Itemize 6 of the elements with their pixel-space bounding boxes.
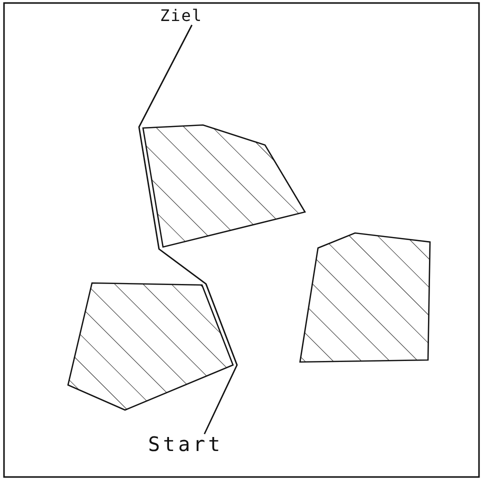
- hatched-obstacle: [67, 282, 234, 411]
- hatched-obstacle: [142, 124, 306, 248]
- path-end-label: Start: [148, 434, 224, 454]
- hatched-obstacle: [299, 232, 431, 363]
- path-end-label: Ziel: [160, 8, 203, 24]
- path-line: [138, 24, 238, 434]
